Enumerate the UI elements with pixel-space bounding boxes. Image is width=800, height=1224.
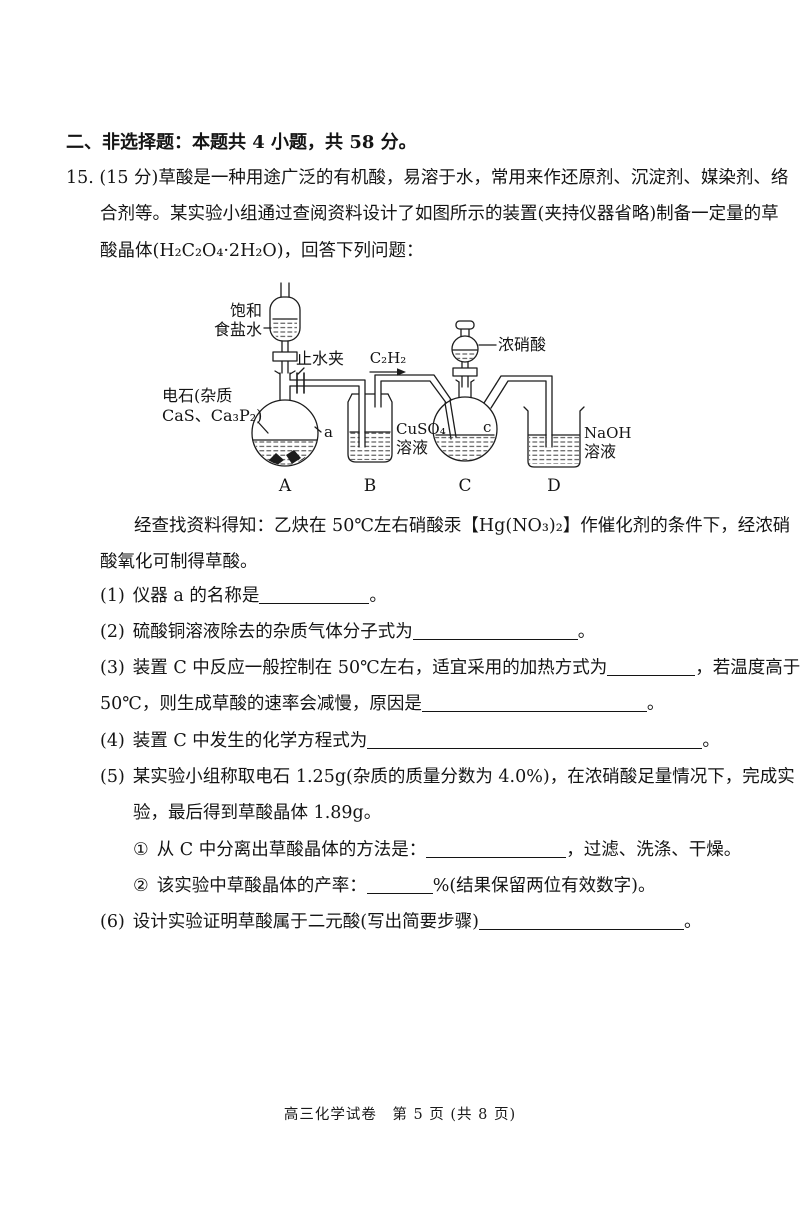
note-line2: 酸氧化可制得草酸。 [100,552,258,573]
label-calcium-carbide-1: 电石(杂质 [162,386,232,405]
label-calcium-carbide-2: CaS、Ca₃P₂) [162,406,262,425]
label-naoh-solution: 溶液 [584,442,616,461]
q15-stem-line3: 酸晶体(H₂C₂O₄·2H₂O)，回答下列问题： [100,240,424,261]
label-cuso4: CuSO₄ [396,420,446,438]
q1-text: 仪器 a 的名称是 [132,586,260,606]
label-pinch-clamp: 止水夹 [296,349,344,368]
q15-stem-line1: 15. (15 分)草酸是一种用途广泛的有机酸，易溶于水，常用来作还原剂、沉淀剂… [66,168,789,188]
q2-period: 。 [577,622,596,642]
question-15-4: (4) 装置 C 中发生的化学方程式为 。 [100,723,720,759]
gas-washing-bottle-b [347,393,393,463]
answer-blank [426,857,567,858]
label-conc-nitric-acid: 浓硝酸 [498,335,546,354]
answer-blank [478,929,684,930]
beaker-d [523,406,585,468]
label-instrument-a: a [324,423,333,441]
question-15-5: (5) 某实验小组称取电石 1.25g(杂质的质量分数为 4.0%)，在浓硝酸足量… [100,759,795,832]
flask-c-liquid [434,435,496,460]
q2-number: (2) [100,622,125,642]
answer-blank [259,603,370,604]
dropping-funnel-c [451,320,497,388]
q4-period: 。 [702,731,720,751]
label-apparatus-D: D [547,476,561,496]
q1-period: 。 [369,586,387,606]
q5-text-line1: 某实验小组称取电石 1.25g(杂质的质量分数为 4.0%)，在浓硝酸足量情况下… [132,767,795,787]
carbide-leader [257,421,269,434]
dropping-funnel-a [269,282,301,374]
label-saturated-brine-1: 饱和 [230,301,262,320]
label-acetylene: C₂H₂ [370,349,407,367]
q4-text: 装置 C 中发生的化学方程式为 [132,731,368,751]
apparatus-diagram: 饱和 食盐水 止水夹 C₂H₂ 浓硝酸 电石(杂质 CaS、Ca₃P₂) a C… [162,282,631,496]
q6-number: (6) [100,912,125,932]
q1-number: (1) [100,586,125,606]
bottle-b-liquid [350,432,390,460]
q5-number: (5) [100,767,125,787]
q5s1-text: 从 C 中分离出草酸晶体的方法是： [156,840,427,860]
answer-blank [367,748,703,749]
question-15-5-1: ① 从 C 中分离出草酸晶体的方法是： ，过滤、洗涤、干燥。 [133,832,741,868]
answer-blank [421,711,647,713]
label-apparatus-C: C [458,476,471,496]
q3-text-1a: 装置 C 中反应一般控制在 50℃左右，适宜采用的加热方式为 [132,658,608,678]
q5-text-line2: 验，最后得到草酸晶体 1.89g。 [133,803,382,824]
q3-period: 。 [646,694,665,715]
q3-text-1b: ，若温度高于 [695,658,800,678]
label-a-leader [314,426,322,433]
q5s2-text: 该实验中草酸晶体的产率： [156,876,367,896]
q15-stem-line2: 合剂等。某实验小组通过查阅资料设计了如图所示的装置(夹持仪器省略)制备一定量的草 [100,204,779,225]
label-saturated-brine-2: 食盐水 [214,320,262,339]
section-header: 二、非选择题：本题共 4 小题，共 58 分。 [66,132,417,153]
reference-note: 经查找资料得知：乙炔在 50℃左右硝酸汞【Hg(NO₃)₂】作催化剂的条件下，经… [100,508,790,581]
question-15-3: (3)装置 C 中反应一般控制在 50℃左右，适宜采用的加热方式为，若温度高于 … [100,650,800,723]
label-apparatus-B: B [364,476,377,496]
q3-text-2a: 50℃，则生成草酸的速率会减慢，原因是 [100,694,422,715]
flask-a-liquid [253,440,317,465]
gas-tube-a-b [289,367,366,448]
q5s2-number: ② [133,876,149,896]
question-15-1: (1) 仪器 a 的名称是 。 [100,578,387,614]
pinch-clamp [296,372,305,394]
clamp-leader [297,367,305,375]
label-naoh: NaOH [584,424,631,442]
label-apparatus-A: A [278,476,292,496]
answer-blank [607,675,696,676]
q6-text: 设计实验证明草酸属于二元酸(写出简要步骤) [132,912,479,932]
q3-number: (3) [100,658,125,678]
question-15-2: (2) 硫酸铜溶液除去的杂质气体分子式为 。 [100,614,595,650]
q5s1-tail: ，过滤、洗涤、干燥。 [566,840,742,860]
q2-text: 硫酸铜溶液除去的杂质气体分子式为 [132,622,413,642]
question-15-6: (6) 设计实验证明草酸属于二元酸(写出简要步骤) 。 [100,904,701,940]
page-footer: 高三化学试卷 第 5 页 (共 8 页) [283,1107,517,1123]
q5s1-number: ① [133,840,149,860]
question-15-stem: 15. (15 分)草酸是一种用途广泛的有机酸，易溶于水，常用来作还原剂、沉淀剂… [66,160,788,269]
note-line1: 经查找资料得知：乙炔在 50℃左右硝酸汞【Hg(NO₃)₂】作催化剂的条件下，经… [134,516,791,536]
gas-flow-arrow-icon [369,368,406,376]
q5s2-tail: %(结果保留两位有效数字)。 [432,876,656,896]
q4-number: (4) [100,731,125,751]
label-cuso4-solution: 溶液 [396,438,428,457]
question-15-5-2: ② 该实验中草酸晶体的产率： %(结果保留两位有效数字)。 [133,868,656,904]
gas-tube-b-c [374,374,453,408]
gas-tube-c-d [495,375,553,448]
q6-period: 。 [683,912,702,932]
answer-blank [366,893,433,894]
beaker-d-liquid [529,435,579,464]
label-c: c [483,418,491,436]
answer-blank [412,639,578,640]
